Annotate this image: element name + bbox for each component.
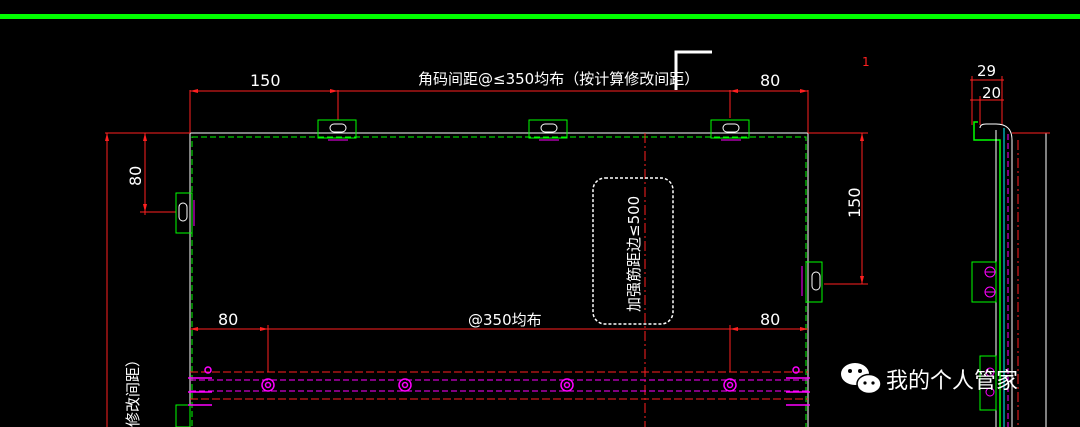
mid-dim-arrows	[190, 327, 808, 331]
left-bracket	[175, 192, 195, 234]
side-bracket-lower	[979, 355, 997, 411]
top-dim-arrows	[190, 89, 808, 93]
dim-left-v: 80	[126, 166, 145, 186]
top-note: 角码间距@≤350均布（按计算修改间距）	[418, 70, 699, 88]
dim-top-left: 150	[250, 71, 281, 90]
wechat-icon	[841, 363, 882, 395]
watermark-text: 我的个人管家	[886, 369, 1018, 394]
dim-side-29: 29	[977, 62, 996, 80]
top-green-border	[0, 14, 1080, 19]
mid-note: @350均布	[468, 311, 542, 329]
panel-outline	[189, 132, 809, 427]
top-bracket-left	[317, 119, 357, 141]
right-bracket	[801, 261, 823, 303]
left-note-partial: 修改间距）	[124, 352, 142, 427]
top-bracket-right	[710, 119, 750, 141]
left-bracket-lower	[175, 404, 191, 427]
right-dim-lines	[808, 132, 868, 285]
stiffener-cloud	[592, 177, 674, 325]
top-extension-lines	[189, 90, 809, 133]
dim-side-20: 20	[982, 84, 1001, 102]
section-marker	[674, 50, 712, 90]
side-dim-lines	[970, 76, 1004, 125]
left-dim-lines	[105, 132, 190, 427]
sheet-marker: 1	[862, 55, 870, 69]
dim-top-right: 80	[760, 71, 780, 90]
mid-dim-lines	[190, 325, 808, 372]
end-bolts	[188, 366, 810, 406]
dim-right-v: 150	[845, 187, 864, 218]
stiffener-bar	[190, 371, 808, 400]
top-bracket-middle	[528, 119, 568, 141]
dim-mid-right: 80	[760, 310, 780, 329]
stiffener-note: 加强筋距边≤500	[625, 196, 643, 312]
dim-mid-left: 80	[218, 310, 238, 329]
bolts	[261, 378, 737, 392]
side-bracket	[971, 261, 997, 303]
right-dim-arrows	[860, 133, 864, 284]
left-dim-arrows	[105, 133, 147, 212]
